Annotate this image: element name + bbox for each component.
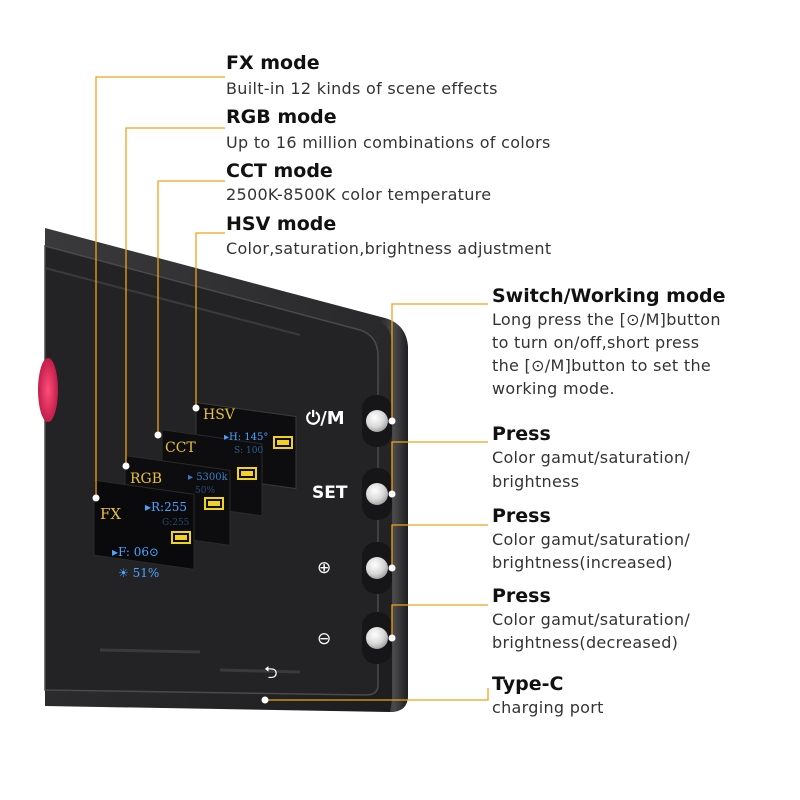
press2-title: Press [492, 505, 551, 527]
screen-rgb-line2: G:255 [162, 518, 190, 528]
battery-icon [273, 436, 293, 449]
screen-fx-line2: ☀ 51% [118, 566, 160, 580]
panel-seam [44, 267, 301, 336]
panel-seam [99, 648, 201, 654]
press1-title: Press [492, 423, 551, 445]
leader-line-typec [265, 688, 489, 701]
switch-mode-title: Switch/Working mode [492, 285, 726, 307]
press2-line: Color gamut/saturation/ [492, 530, 691, 549]
screen-rgb-line1: ▸R:255 [145, 500, 188, 514]
screen-fx-line1: ▸F: 06⊙ [112, 545, 160, 559]
plus-icon: ⊕ [317, 558, 332, 578]
set-button[interactable] [362, 468, 392, 520]
screen-fx [93, 479, 195, 570]
fx-mode-title: FX mode [226, 52, 320, 74]
leader-line-cct [157, 180, 225, 435]
press3-line: Color gamut/saturation/ [492, 610, 691, 629]
leader-line-rgb [125, 127, 225, 466]
press3-title: Press [492, 585, 551, 607]
minus-icon: ⊖ [317, 629, 332, 649]
press3-line: brightness(decreased) [492, 633, 679, 652]
panel-seam [219, 668, 301, 674]
switch-mode-line: the [⊙/M]button to set the [492, 356, 712, 375]
press1-line: Color gamut/saturation/ [492, 448, 691, 467]
minus-button[interactable] [362, 612, 392, 664]
cct-mode-title: CCT mode [226, 160, 333, 182]
battery-icon [171, 531, 191, 544]
led-light [38, 358, 58, 422]
typec-title: Type-C [492, 673, 564, 695]
device-side [380, 318, 408, 712]
usb-icon: ⮌ [264, 663, 278, 683]
leader-line-fx [95, 76, 225, 498]
set-label: SET [312, 483, 348, 503]
press1-line: brightness [492, 472, 580, 491]
screen-hsv-mode: HSV [203, 407, 235, 423]
typec-desc: charging port [492, 698, 604, 717]
cct-mode-desc: 2500K-8500K color temperature [226, 185, 492, 204]
battery-icon [237, 467, 257, 480]
screen-hsv-line1: ▸H: 145° [224, 432, 269, 443]
screen-cct-line1: ▸ 5300k [188, 472, 228, 483]
power-mode-label: ⏻/M [306, 408, 345, 429]
hsv-mode-title: HSV mode [226, 213, 337, 235]
switch-mode-line: to turn on/off,short press [492, 333, 700, 352]
leader-line-press3 [391, 604, 488, 638]
switch-mode-line: working mode. [492, 379, 615, 398]
fx-mode-desc: Built-in 12 kinds of scene effects [226, 79, 498, 98]
rgb-mode-title: RGB mode [226, 106, 337, 128]
screen-rgb-mode: RGB [130, 471, 163, 487]
switch-mode-line: Long press the [⊙/M]button [492, 310, 721, 329]
screen-hsv-line2: S: 100 [234, 446, 264, 456]
leader-line-switch [391, 303, 488, 421]
hsv-mode-desc: Color,saturation,brightness adjustment [226, 239, 552, 258]
press2-line: brightness(increased) [492, 553, 673, 572]
screen-fx-mode: FX [100, 505, 122, 523]
screen-cct-mode: CCT [165, 440, 196, 456]
leader-line-press1 [391, 441, 488, 494]
battery-icon [204, 497, 224, 510]
leader-line-hsv [195, 232, 225, 408]
power-mode-button[interactable] [362, 395, 392, 447]
leader-line-press2 [391, 524, 488, 568]
rgb-mode-desc: Up to 16 million combinations of colors [226, 133, 551, 152]
plus-button[interactable] [362, 542, 392, 594]
screen-cct-line2: 50% [195, 486, 216, 496]
